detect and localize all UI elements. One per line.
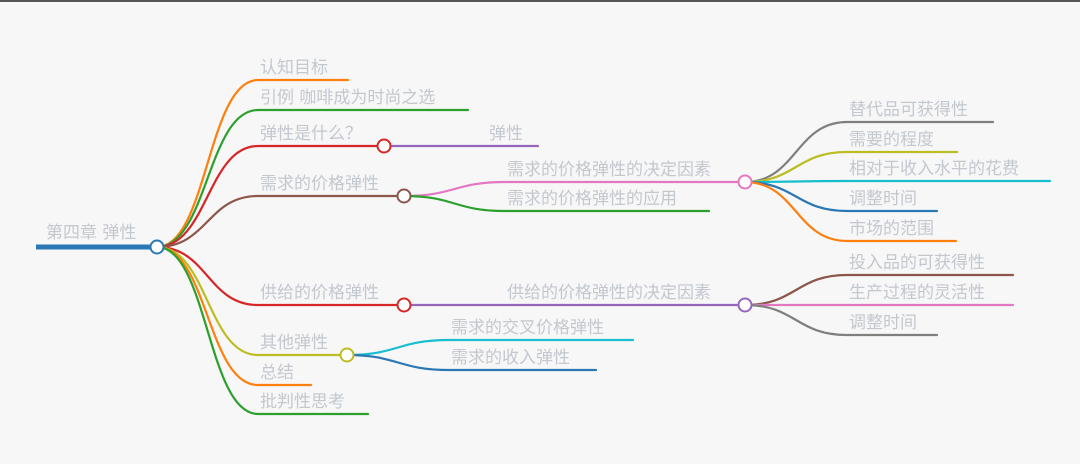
edge-b4c1c (743, 179, 1052, 184)
node-label-b3c1[interactable]: 弹性 (489, 124, 523, 144)
edge-b4c2 (402, 194, 711, 213)
root-collapse-toggle[interactable] (149, 239, 165, 255)
edge-b6 (155, 245, 349, 357)
root-node-label[interactable]: 第四章 弹性 (46, 223, 137, 243)
edge-b5 (155, 245, 406, 307)
node-label-b6c1[interactable]: 需求的交叉价格弹性 (451, 318, 604, 338)
edge-b8 (155, 245, 370, 416)
edge-b4 (155, 194, 406, 249)
edge-b1 (155, 78, 350, 249)
edge-b2 (155, 108, 470, 249)
node-label-b4c1d[interactable]: 调整时间 (849, 189, 917, 209)
edge-b4c1b (743, 150, 959, 184)
edge-b6c1 (345, 338, 635, 357)
node-label-b2[interactable]: 引例 咖啡成为时尚之选 (260, 88, 436, 108)
node-label-b6[interactable]: 其他弹性 (260, 333, 328, 353)
node-label-b6c2[interactable]: 需求的收入弹性 (451, 348, 570, 368)
collapse-toggle-b5c1[interactable] (737, 297, 753, 313)
node-label-b5c1b[interactable]: 生产过程的灵活性 (849, 283, 985, 303)
node-label-b4c2[interactable]: 需求的价格弹性的应用 (507, 189, 677, 209)
edge-b4c1 (402, 180, 747, 198)
window-top-border (0, 0, 1080, 2)
node-label-b4c1e[interactable]: 市场的范围 (849, 219, 934, 239)
node-label-b4c1b[interactable]: 需要的程度 (849, 130, 934, 150)
node-label-b4[interactable]: 需求的价格弹性 (260, 174, 379, 194)
edge-b5c1c (743, 303, 939, 337)
node-label-b1[interactable]: 认知目标 (260, 58, 328, 78)
edge-b4c1a (743, 120, 995, 184)
node-label-b4c1[interactable]: 需求的价格弹性的决定因素 (507, 160, 711, 180)
edge-b3 (155, 144, 386, 249)
node-label-b7[interactable]: 总结 (260, 363, 294, 383)
edge-b4c1e (743, 180, 958, 243)
edge-b5c1a (743, 273, 1015, 307)
edge-b6c2 (345, 353, 598, 372)
node-label-b4c1a[interactable]: 替代品可获得性 (849, 100, 968, 120)
node-label-b4c1c[interactable]: 相对于收入水平的花费 (849, 159, 1019, 179)
collapse-toggle-b6[interactable] (339, 347, 355, 363)
node-label-b5c1c[interactable]: 调整时间 (849, 313, 917, 333)
node-label-b5c1[interactable]: 供给的价格弹性的决定因素 (507, 283, 711, 303)
node-label-b8[interactable]: 批判性思考 (260, 392, 345, 412)
collapse-toggle-b5[interactable] (396, 297, 412, 313)
node-label-b5[interactable]: 供给的价格弹性 (260, 283, 379, 303)
collapse-toggle-b4c1[interactable] (737, 174, 753, 190)
collapse-toggle-b3[interactable] (376, 138, 392, 154)
node-label-b5c1a[interactable]: 投入品的可获得性 (849, 253, 985, 273)
node-label-b3[interactable]: 弹性是什么？ (260, 124, 362, 144)
collapse-toggle-b4[interactable] (396, 188, 412, 204)
